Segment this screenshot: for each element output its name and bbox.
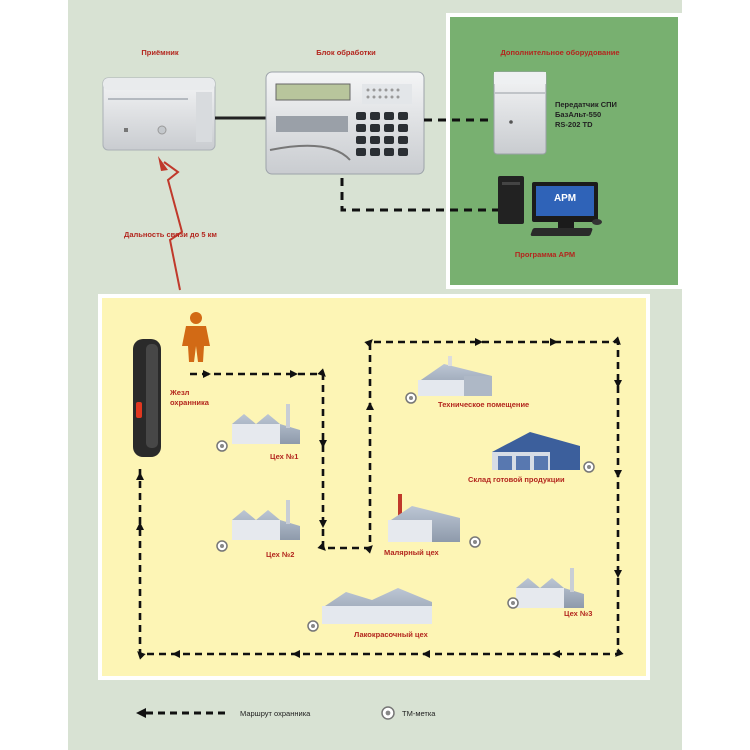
processor-label: Блок обработки	[316, 48, 376, 57]
legend-route-line	[136, 708, 226, 718]
building-lacquer-shop	[322, 588, 432, 624]
legend-tm-tag-icon	[381, 706, 395, 720]
legend-route-label: Маршрут охранника	[240, 709, 311, 718]
building-tech-room	[418, 356, 492, 396]
legend-tag-label: ТМ-метка	[402, 709, 436, 718]
paint-shop-label: Малярный цех	[384, 548, 439, 557]
range-label: Дальность связи до 5 км	[124, 230, 217, 239]
building-shop3	[516, 568, 584, 608]
arm-link	[340, 178, 500, 212]
receiver-label: Приёмник	[141, 48, 179, 57]
guard-baton	[133, 339, 161, 457]
extra-equipment-panel	[446, 13, 682, 289]
building-warehouse	[492, 432, 580, 470]
shop3-label: Цех №3	[564, 609, 593, 618]
transmitter-label: Передатчик СПИ БазАльт-550 RS-202 TD	[555, 100, 617, 129]
arm-computer	[498, 176, 602, 236]
shop2-label: Цех №2	[266, 550, 295, 559]
warehouse-label: Склад готовой продукции	[468, 475, 565, 484]
baton-label: Жезл охранника	[170, 388, 209, 407]
tech-room-label: Техническое помещение	[438, 400, 530, 409]
monitor-screen-text: АРМ	[553, 193, 577, 204]
lacquer-shop-label: Лакокрасочный цех	[354, 630, 428, 639]
tm-tag-icons	[216, 392, 595, 632]
receiver-device	[102, 77, 216, 151]
transmitter-device	[493, 71, 547, 155]
shop1-label: Цех №1	[270, 452, 299, 461]
extra-equipment-title: Дополнительное оборудование	[500, 48, 620, 57]
building-paint-shop	[388, 494, 460, 542]
route-arrows	[136, 338, 622, 658]
processing-unit	[265, 71, 425, 175]
building-shop2	[232, 500, 300, 540]
signal-zigzag	[158, 156, 184, 291]
program-arm-label: Программа АРМ	[514, 250, 576, 259]
building-shop1	[232, 404, 300, 444]
